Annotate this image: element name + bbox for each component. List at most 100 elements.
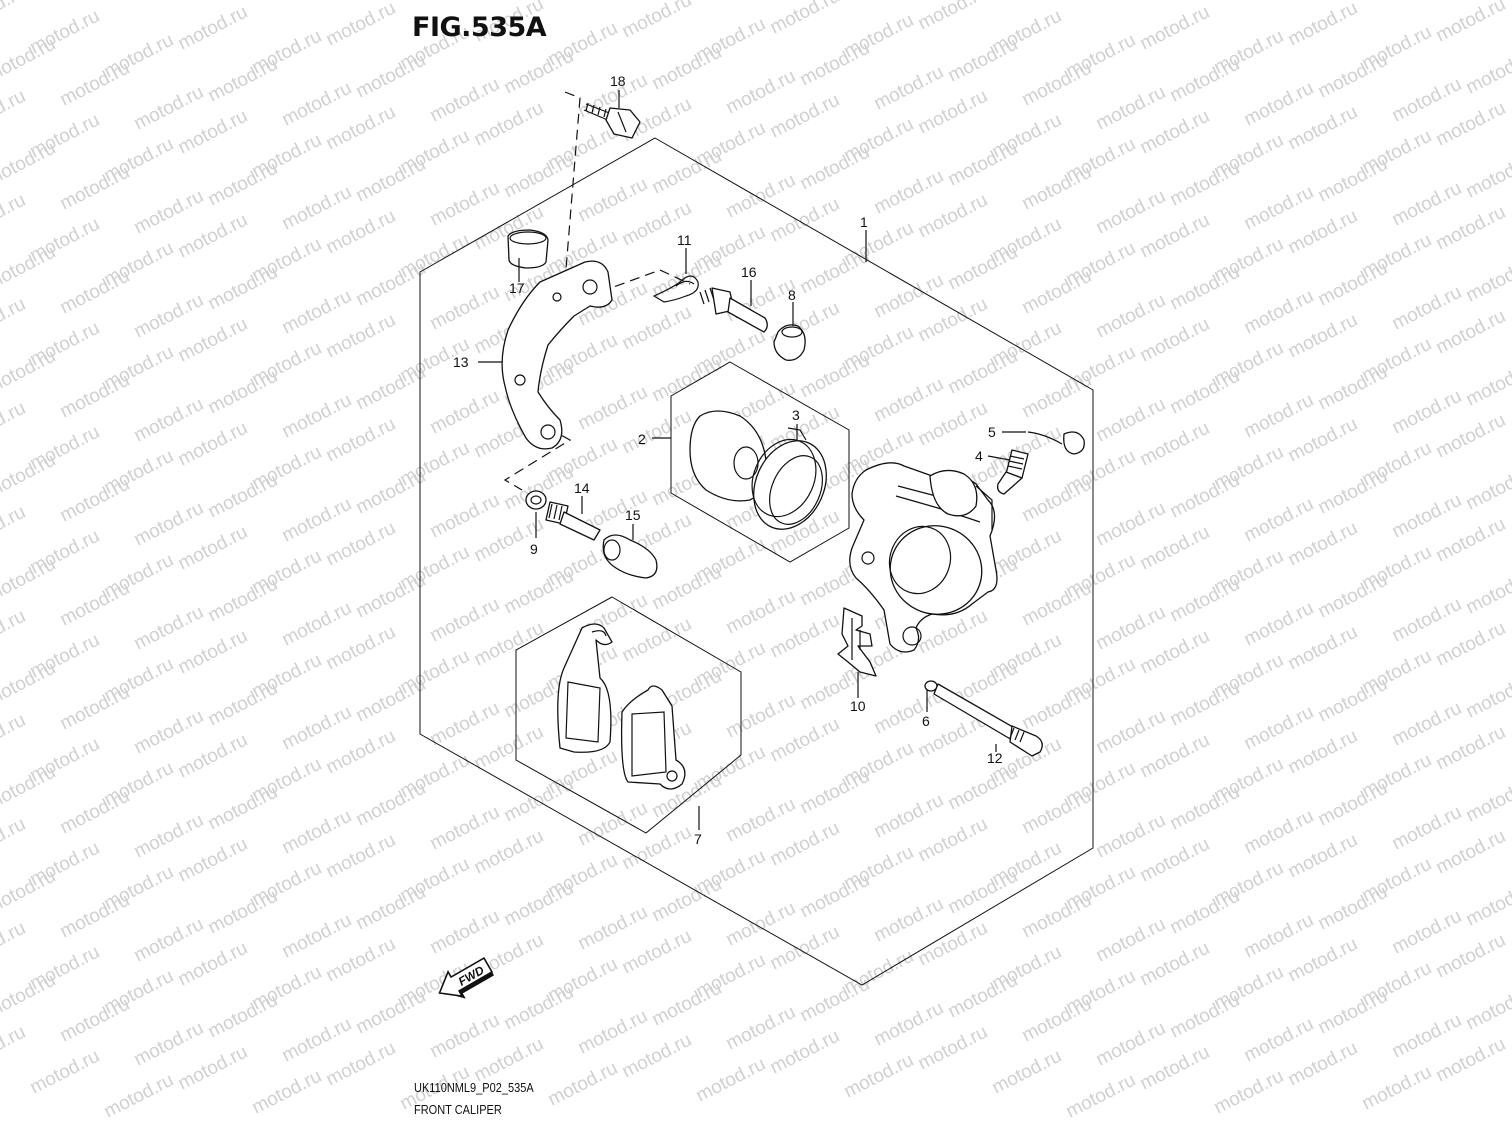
watermark-text: motod.ru [1285,934,1361,987]
watermark-text: motod.ru [945,138,1021,191]
watermark-text: motod.ru [1167,262,1243,315]
watermark-text: motod.ru [1389,282,1465,335]
watermark-text: motod.ru [915,86,991,139]
watermark-text: motod.ru [1137,106,1213,159]
watermark-text: motod.ru [767,0,843,38]
watermark-text: motod.ru [0,398,29,451]
watermark-text: motod.ru [1285,414,1361,467]
watermark-text: motod.ru [205,470,281,523]
watermark-text: motod.ru [279,1014,355,1067]
watermark-text: motod.ru [1285,726,1361,779]
watermark-text: motod.ru [1463,462,1512,515]
watermark-text: motod.ru [1315,674,1391,727]
watermark-text: motod.ru [1137,1042,1213,1095]
watermark-text: motod.ru [1359,1062,1435,1115]
watermark-text: motod.ru [279,390,355,443]
watermark-text: motod.ru [649,42,725,95]
watermark-text: motod.ru [323,622,399,675]
callout-5: 5 [988,424,996,440]
watermark-text: motod.ru [1241,598,1317,651]
watermark-text: motod.ru [131,914,207,967]
assembly-outline [419,137,1094,986]
watermark-text: motod.ru [1241,1014,1317,1067]
watermark-text: motod.ru [1211,1066,1287,1119]
watermark-text: motod.ru [1137,938,1213,991]
callout-14: 14 [574,480,590,496]
bleeder-cap-part-5 [1027,431,1085,455]
watermark-text: motod.ru [501,878,577,931]
watermark-text: motod.ru [1463,566,1512,619]
watermark-text: motod.ru [1167,366,1243,419]
watermark-text: motod.ru [619,926,695,979]
watermark-text: motod.ru [1167,990,1243,1043]
callout-17: 17 [509,280,525,296]
watermark-text: motod.ru [131,602,207,655]
watermark-text: motod.ru [1463,46,1512,99]
watermark-text: motod.ru [427,906,503,959]
watermark-text: motod.ru [797,974,873,1027]
watermark-text: motod.ru [1389,178,1465,231]
watermark-text: motod.ru [1167,782,1243,835]
watermark-text: motod.ru [1241,702,1317,755]
callout-2: 2 [638,431,646,447]
caliper-bracket-part-13 [501,260,613,450]
watermark-text: motod.ru [323,934,399,987]
watermark-text: motod.ru [1389,698,1465,751]
watermark-text: motod.ru [57,682,133,735]
watermark-text: motod.ru [0,502,29,555]
watermark-text: motod.ru [353,778,429,831]
watermark-text: motod.ru [723,1002,799,1055]
leader-lines [478,90,1026,830]
watermark-text: motod.ru [205,574,281,627]
watermark-text: motod.ru [57,786,133,839]
watermark-text: motod.ru [323,414,399,467]
watermark-text: motod.ru [427,490,503,543]
watermark-text: motod.ru [427,178,503,231]
watermark-text: motod.ru [1433,1034,1509,1087]
watermark-text: motod.ru [767,818,843,871]
watermark-text: motod.ru [1433,930,1509,983]
watermark-text: motod.ru [619,302,695,355]
watermark-text: motod.ru [501,46,577,99]
watermark-text: motod.ru [57,994,133,1047]
watermark-text: motod.ru [619,406,695,459]
watermark-text: motod.ru [1315,466,1391,519]
watermark-text: motod.ru [427,386,503,439]
watermark-text: motod.ru [0,86,29,139]
watermark-text: motod.ru [1389,906,1465,959]
boot-part-15 [602,534,658,579]
watermark-text: motod.ru [57,890,133,943]
watermark-text: motod.ru [545,1058,621,1111]
watermark-text: motod.ru [249,1066,325,1119]
watermark-text: motod.ru [501,982,577,1035]
watermark-text: motod.ru [57,370,133,423]
watermark-text: motod.ru [131,810,207,863]
watermark-text: motod.ru [0,710,29,763]
watermark-text: motod.ru [1167,470,1243,523]
watermark-text: motod.ru [1315,362,1391,415]
bleeder-screw-part-4 [996,449,1029,495]
watermark-text: motod.ru [353,50,429,103]
watermark-text: motod.ru [1463,150,1512,203]
watermark-text: motod.ru [575,174,651,227]
watermark-text: motod.ru [723,794,799,847]
watermark-text: motod.ru [57,58,133,111]
watermark-text: motod.ru [1433,306,1509,359]
watermark-text: motod.ru [1093,290,1169,343]
watermark-text: motod.ru [723,586,799,639]
watermark-text: motod.ru [427,1010,503,1063]
watermark-text: motod.ru [767,194,843,247]
watermark-text: motod.ru [1093,186,1169,239]
watermark-text: motod.ru [797,246,873,299]
watermark-text: motod.ru [1241,390,1317,443]
watermark-text: motod.ru [1463,358,1512,411]
watermark-text: motod.ru [323,830,399,883]
watermark-text: motod.ru [1285,1038,1361,1091]
watermark-text: motod.ru [131,82,207,135]
watermark-text: motod.ru [175,730,251,783]
watermark-text: motod.ru [1285,518,1361,571]
watermark-text: motod.ru [871,62,947,115]
watermark-text: motod.ru [175,210,251,263]
watermark-text: motod.ru [1315,570,1391,623]
